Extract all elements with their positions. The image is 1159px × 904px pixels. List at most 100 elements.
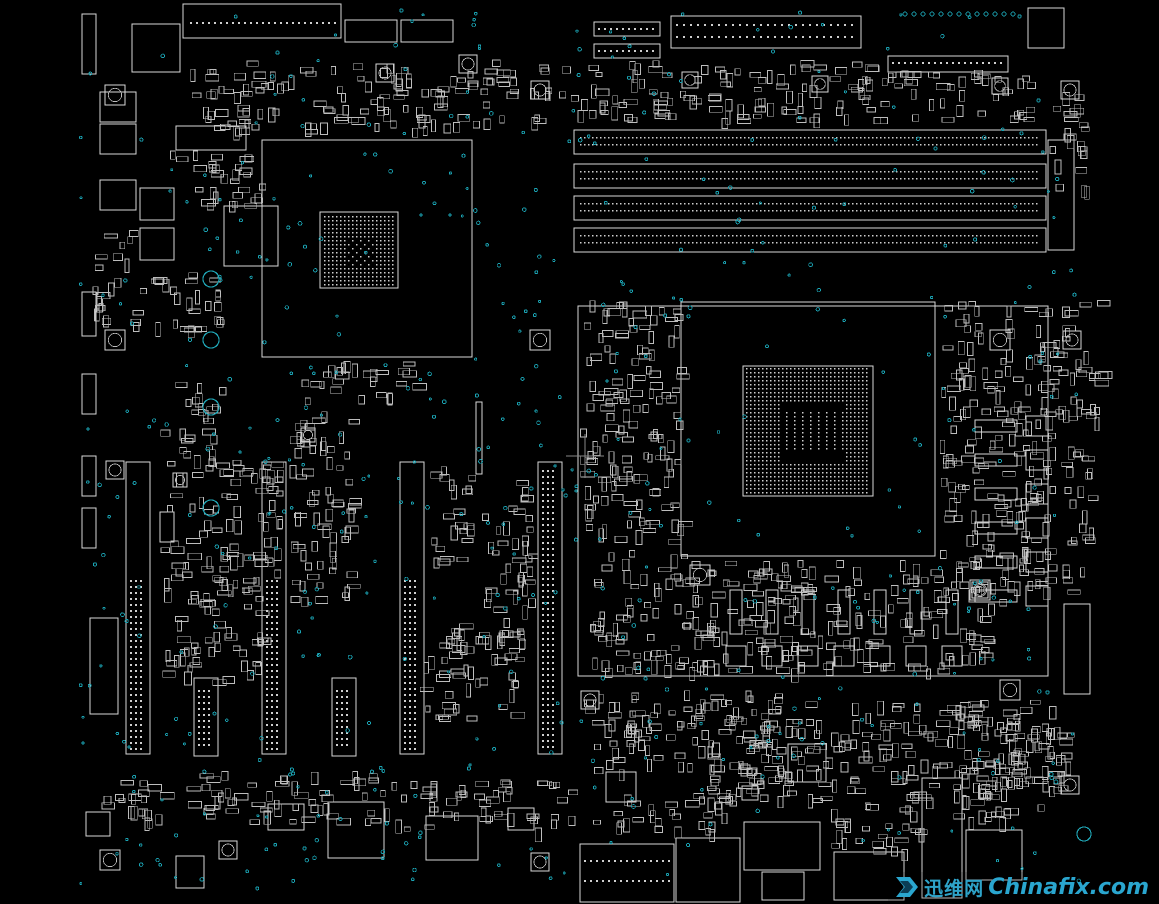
passive-component	[375, 391, 387, 399]
passive-component	[800, 60, 815, 68]
via	[708, 822, 713, 827]
passive-component	[1058, 369, 1069, 376]
passive-component	[138, 808, 145, 817]
via	[1019, 131, 1024, 136]
passive-component	[347, 117, 359, 124]
passive-component	[630, 79, 638, 93]
via	[533, 187, 538, 192]
via	[756, 28, 760, 32]
passive-component	[175, 156, 189, 163]
via	[613, 369, 618, 374]
passive-component	[255, 610, 270, 616]
passive-component	[237, 104, 250, 112]
passive-component	[1038, 743, 1050, 750]
via	[92, 562, 97, 567]
passive-component	[1021, 75, 1030, 82]
connector-block	[1047, 139, 1075, 251]
vrm-choke	[873, 589, 887, 635]
passive-component	[430, 119, 436, 133]
passive-component	[645, 745, 651, 757]
via	[549, 750, 554, 755]
passive-component	[229, 543, 239, 552]
passive-component	[903, 636, 914, 644]
passive-component	[954, 790, 960, 804]
passive-component	[737, 117, 752, 124]
passive-component	[710, 603, 718, 618]
passive-component	[680, 90, 687, 99]
passive-component	[585, 509, 593, 522]
passive-component	[713, 637, 721, 647]
passive-component	[1043, 459, 1051, 467]
passive-component	[1088, 527, 1094, 541]
via	[972, 428, 976, 432]
passive-component	[617, 632, 628, 641]
passive-component	[1094, 379, 1110, 387]
via	[364, 514, 368, 519]
passive-component	[613, 811, 623, 817]
passive-component	[982, 367, 989, 380]
passive-component	[633, 652, 642, 659]
passive-component	[483, 118, 491, 131]
passive-component	[191, 595, 199, 605]
passive-component	[377, 97, 384, 111]
via	[742, 414, 747, 419]
via	[182, 742, 186, 746]
via	[522, 207, 527, 212]
passive-component	[1074, 449, 1085, 458]
passive-component	[737, 104, 744, 119]
passive-component	[304, 562, 312, 571]
via	[125, 409, 129, 413]
passive-component	[1016, 455, 1023, 466]
via	[361, 476, 366, 482]
passive-component	[914, 703, 921, 712]
passive-component	[330, 66, 336, 76]
passive-component	[734, 68, 741, 76]
via	[218, 198, 222, 202]
mosfet	[139, 227, 175, 261]
passive-component	[1019, 781, 1029, 788]
passive-component	[1079, 301, 1092, 308]
passive-component	[348, 503, 362, 509]
via	[273, 92, 277, 96]
passive-component	[188, 308, 201, 314]
passive-component	[766, 656, 773, 670]
via	[850, 534, 854, 538]
passive-component	[176, 636, 192, 644]
passive-component	[203, 807, 214, 815]
passive-component	[625, 597, 633, 607]
passive-component	[468, 474, 477, 482]
via	[600, 675, 606, 681]
via	[187, 337, 193, 343]
passive-component	[247, 585, 261, 592]
via	[766, 724, 771, 729]
passive-component	[759, 794, 769, 802]
passive-component	[244, 202, 258, 209]
via	[160, 798, 164, 802]
passive-component	[816, 769, 822, 781]
via	[235, 250, 240, 254]
passive-component	[1015, 511, 1023, 523]
passive-component	[630, 584, 640, 590]
passive-component	[791, 746, 798, 761]
component-marker	[108, 463, 122, 477]
via	[678, 79, 683, 83]
via	[398, 500, 403, 505]
header-connector	[175, 125, 247, 151]
passive-component	[155, 321, 161, 337]
passive-component	[586, 403, 595, 412]
passive-component	[222, 554, 230, 560]
via	[250, 671, 255, 676]
mounting-hole	[1076, 826, 1092, 842]
passive-component	[833, 746, 843, 753]
passive-component	[982, 74, 989, 87]
via	[929, 11, 935, 17]
passive-component	[216, 590, 232, 596]
passive-component	[581, 99, 589, 111]
passive-component	[776, 575, 791, 582]
via	[833, 137, 838, 142]
via	[592, 785, 597, 790]
passive-component	[843, 640, 851, 649]
passive-component	[999, 552, 1015, 559]
via	[517, 596, 521, 601]
